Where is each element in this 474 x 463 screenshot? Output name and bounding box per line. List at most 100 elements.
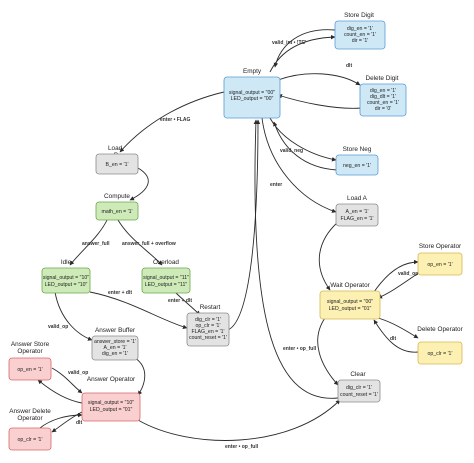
node-box (186, 312, 230, 347)
node-empty: Empty signal_output = "00" LED_output = … (223, 68, 281, 119)
node-box (319, 290, 381, 320)
node-line: op_clr = '1' (196, 323, 221, 329)
edge-answer-op-ans-store (37, 379, 83, 404)
node-box (81, 392, 141, 422)
node-box (417, 341, 463, 365)
edge-store-operator-wait (377, 271, 421, 299)
edge-answer-op-clear (137, 399, 341, 441)
node-line: LED_output = "01" (329, 306, 372, 312)
edge-empty-delete-digit (277, 73, 361, 86)
lbl_answer_full: answer_full (82, 241, 110, 247)
node-title: Delete Digit (365, 75, 398, 82)
node-title: Delete Operator (417, 326, 463, 333)
edge-delete-digit-empty (277, 94, 363, 109)
node-line: count_en = '1' (367, 100, 399, 106)
node-line: op_clr = '1' (18, 437, 43, 443)
node-title: Store Operator (419, 243, 462, 250)
edges (37, 29, 421, 441)
node-line: dig_dlt = '1' (370, 94, 396, 100)
node-line: count_reset = '1' (189, 335, 227, 341)
node-box (141, 267, 191, 294)
nodes: Store Digit dig_en = '1' count_en = '1' … (8, 12, 464, 451)
lbl_dlt_wait: dlt (390, 336, 396, 342)
edge-store-digit-empty (273, 29, 336, 68)
edge-load-a-wait-operator (318, 221, 339, 291)
node-compute: Compute math_en = '1' (95, 193, 139, 221)
node-box (8, 427, 52, 451)
node-box (334, 20, 386, 50)
lbl_valid_neg: valid_neg (280, 148, 303, 154)
node-line: B_en = '1' (106, 162, 129, 168)
node-idle: Idle signal_output = "10" LED_output = "… (41, 259, 91, 294)
node-box (95, 201, 139, 221)
node-title: Answer Buffer (95, 327, 136, 334)
edge-ans-delete-answer-op (39, 412, 83, 429)
node-line: signal_output = "10" (88, 400, 134, 406)
node-line: LED_output = "01" (90, 407, 133, 413)
node-line: dig_clr = '1' (346, 385, 372, 391)
node-load-a: Load A A_en = '1' FLAG_en = '1' (335, 195, 379, 227)
node-line: answer_store = '1' (94, 339, 136, 345)
node-title: Answer Operator (87, 376, 136, 383)
node-line: FLAG_en = '1' (192, 329, 225, 335)
node-title: Load A (347, 195, 368, 202)
edge-answer-buffer-answer-operator (134, 357, 146, 396)
lbl_enter_flag: enter • FLAG (160, 117, 190, 123)
node-line: A_en = '1' (104, 345, 127, 351)
node-load-b: Load B B_en = '1' (95, 145, 139, 175)
node-title: Restart (200, 304, 221, 311)
node-delete-operator: Delete Operator op_clr = '1' (417, 326, 464, 365)
node-box (95, 153, 139, 175)
lbl_dlt_top: dlt (346, 63, 352, 69)
node-line: dir = '1' (352, 38, 369, 44)
edge-ans-store-answer-op (51, 367, 83, 394)
node-line: dig_en = '1' (347, 26, 373, 32)
edge-load-b-compute (129, 167, 149, 201)
lbl_answer_full_overflow: answer_full + overflow (122, 241, 176, 247)
node-box (223, 76, 281, 119)
edge-compute-overload (117, 219, 163, 266)
node-store-operator: Store Operator op_en = '1' (417, 243, 463, 276)
node-box (337, 379, 381, 403)
node-line: op_clr = '1' (428, 351, 453, 357)
node-line: FLAG_en = '1' (341, 216, 374, 222)
node-title: Idle (61, 259, 72, 266)
node-title: Compute (104, 193, 130, 200)
node-line: neg_en = '1' (343, 163, 371, 169)
node-box (8, 357, 52, 381)
lbl_enter_op_full_wait: enter • op_full (283, 346, 317, 352)
edge-compute-idle (69, 217, 109, 266)
edge-wait-clear (317, 317, 339, 386)
node-title: Overload (153, 259, 179, 266)
node-overload: Overload signal_output = "11" LED_output… (141, 259, 191, 294)
node-line: dig_en = '1' (102, 351, 128, 357)
node-title: Clear (350, 371, 366, 378)
node-line: dig_clr = '1' (195, 317, 221, 323)
node-line: math_en = '1' (102, 209, 133, 215)
lbl_enter_op_full_bottom: enter • op_full (225, 444, 259, 450)
node-restart: Restart dig_clr = '1' op_clr = '1' FLAG_… (186, 304, 230, 347)
lbl_valid_op_top: valid_op (398, 271, 418, 277)
node-wait-operator: Wait Operator signal_output = "00" LED_o… (319, 282, 381, 320)
lbl_valid_op_idle: valid_op (48, 324, 68, 330)
lbl_enter_empty: enter (270, 182, 282, 188)
node-title: Store Neg (343, 146, 372, 153)
edge-idle-restart (89, 291, 188, 330)
node-delete-digit: Delete Digit dig_en = '1' dig_dlt = '1' … (359, 75, 407, 117)
node-line: A_en = '1' (346, 209, 369, 215)
node-box (41, 267, 91, 294)
edge-wait-store-operator (371, 259, 419, 296)
node-line: LED_output = "00" (231, 96, 274, 102)
lbl_valid_op_ans: valid_op (68, 370, 88, 376)
node-box (335, 203, 379, 227)
node-line: dig_en = '1' (370, 88, 396, 94)
node-title: Store Digit (344, 12, 374, 19)
edge-empty-load-b (119, 91, 225, 153)
edge-idle-answer-buffer (54, 291, 93, 341)
node-store-digit: Store Digit dig_en = '1' count_en = '1' … (334, 12, 386, 50)
node-line: signal_output = "00" (229, 90, 275, 96)
node-line: LED_output = "10" (45, 282, 88, 288)
